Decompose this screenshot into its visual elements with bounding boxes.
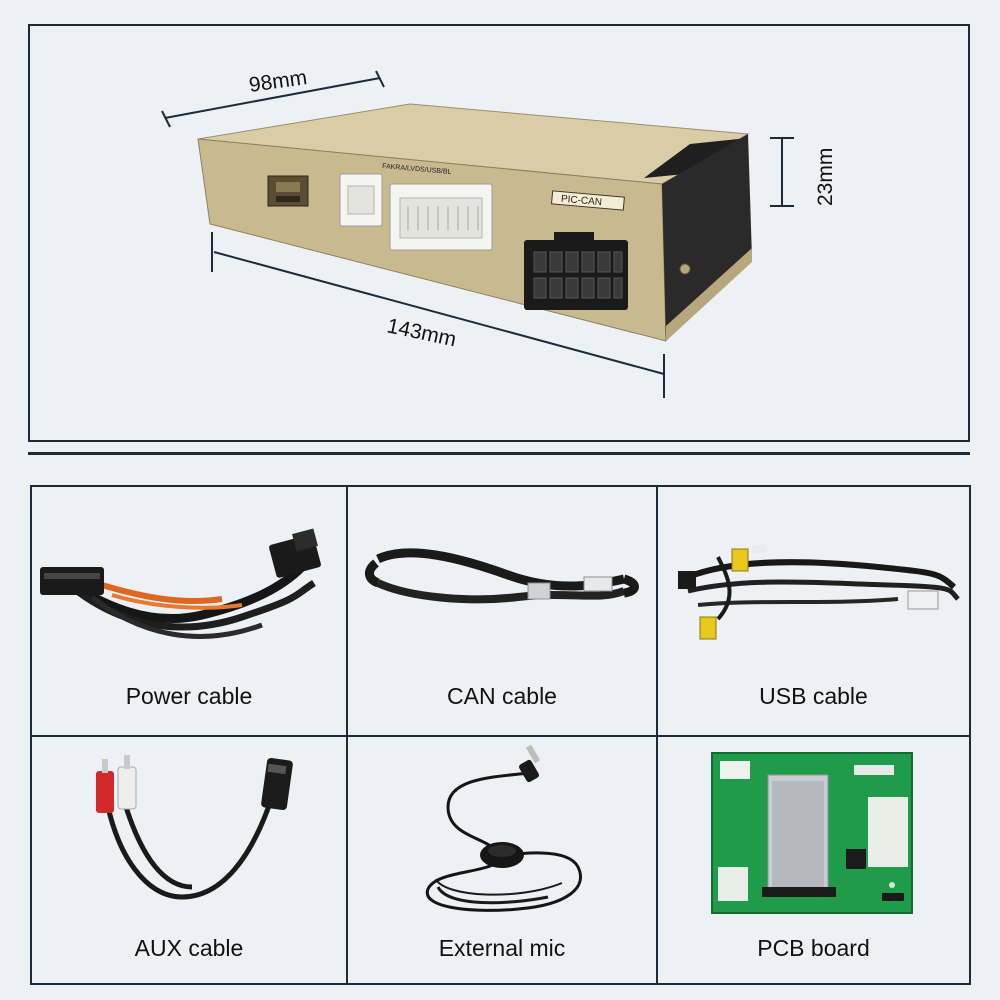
- power-cable-icon: [40, 528, 321, 639]
- accessory-label: CAN cable: [447, 683, 557, 709]
- screw-icon: [679, 263, 691, 275]
- width-dimension-line: [161, 70, 385, 128]
- device-illustration: 98mm: [161, 66, 837, 398]
- black-connector: [524, 232, 628, 310]
- accessory-label: AUX cable: [134, 935, 244, 961]
- usb-cable-icon: [678, 545, 960, 640]
- port-label-box: [550, 190, 625, 211]
- height-dimension-line: [770, 137, 794, 207]
- accessory-label: Power cable: [125, 683, 253, 709]
- height-dimension-label: 23mm: [814, 148, 837, 206]
- white-connector-large: [389, 183, 493, 251]
- accessory-card-power-cable: Power cable: [30, 485, 348, 737]
- aux-cable-icon: [96, 755, 293, 900]
- accessory-label: PCB board: [757, 935, 870, 961]
- section-divider: [28, 452, 970, 455]
- port-label: PIC-CAN: [560, 194, 602, 209]
- pcb-board-icon: [711, 752, 913, 914]
- device-side-lip: [666, 248, 752, 341]
- accessory-card-external-mic: External mic: [346, 735, 658, 985]
- accessory-label: USB cable: [759, 683, 868, 709]
- device-side-face: [662, 134, 752, 341]
- accessory-card-usb-cable: USB cable: [656, 485, 971, 737]
- device-dimension-panel: 98mm: [28, 24, 970, 442]
- small-port: [267, 175, 309, 207]
- accessory-card-pcb-board: PCB board: [656, 735, 971, 985]
- length-dimension-line: [211, 232, 665, 398]
- accessory-label: External mic: [438, 935, 566, 961]
- accessory-grid: Power cable CAN cable: [30, 485, 971, 985]
- accessory-card-aux-cable: AUX cable: [30, 735, 348, 985]
- can-cable-icon: [365, 548, 639, 604]
- white-connector-small: [339, 173, 383, 227]
- length-dimension-label: 143mm: [385, 314, 458, 351]
- device-window: [644, 138, 748, 178]
- accessory-card-can-cable: CAN cable: [346, 485, 658, 737]
- microphone-icon: [425, 744, 582, 912]
